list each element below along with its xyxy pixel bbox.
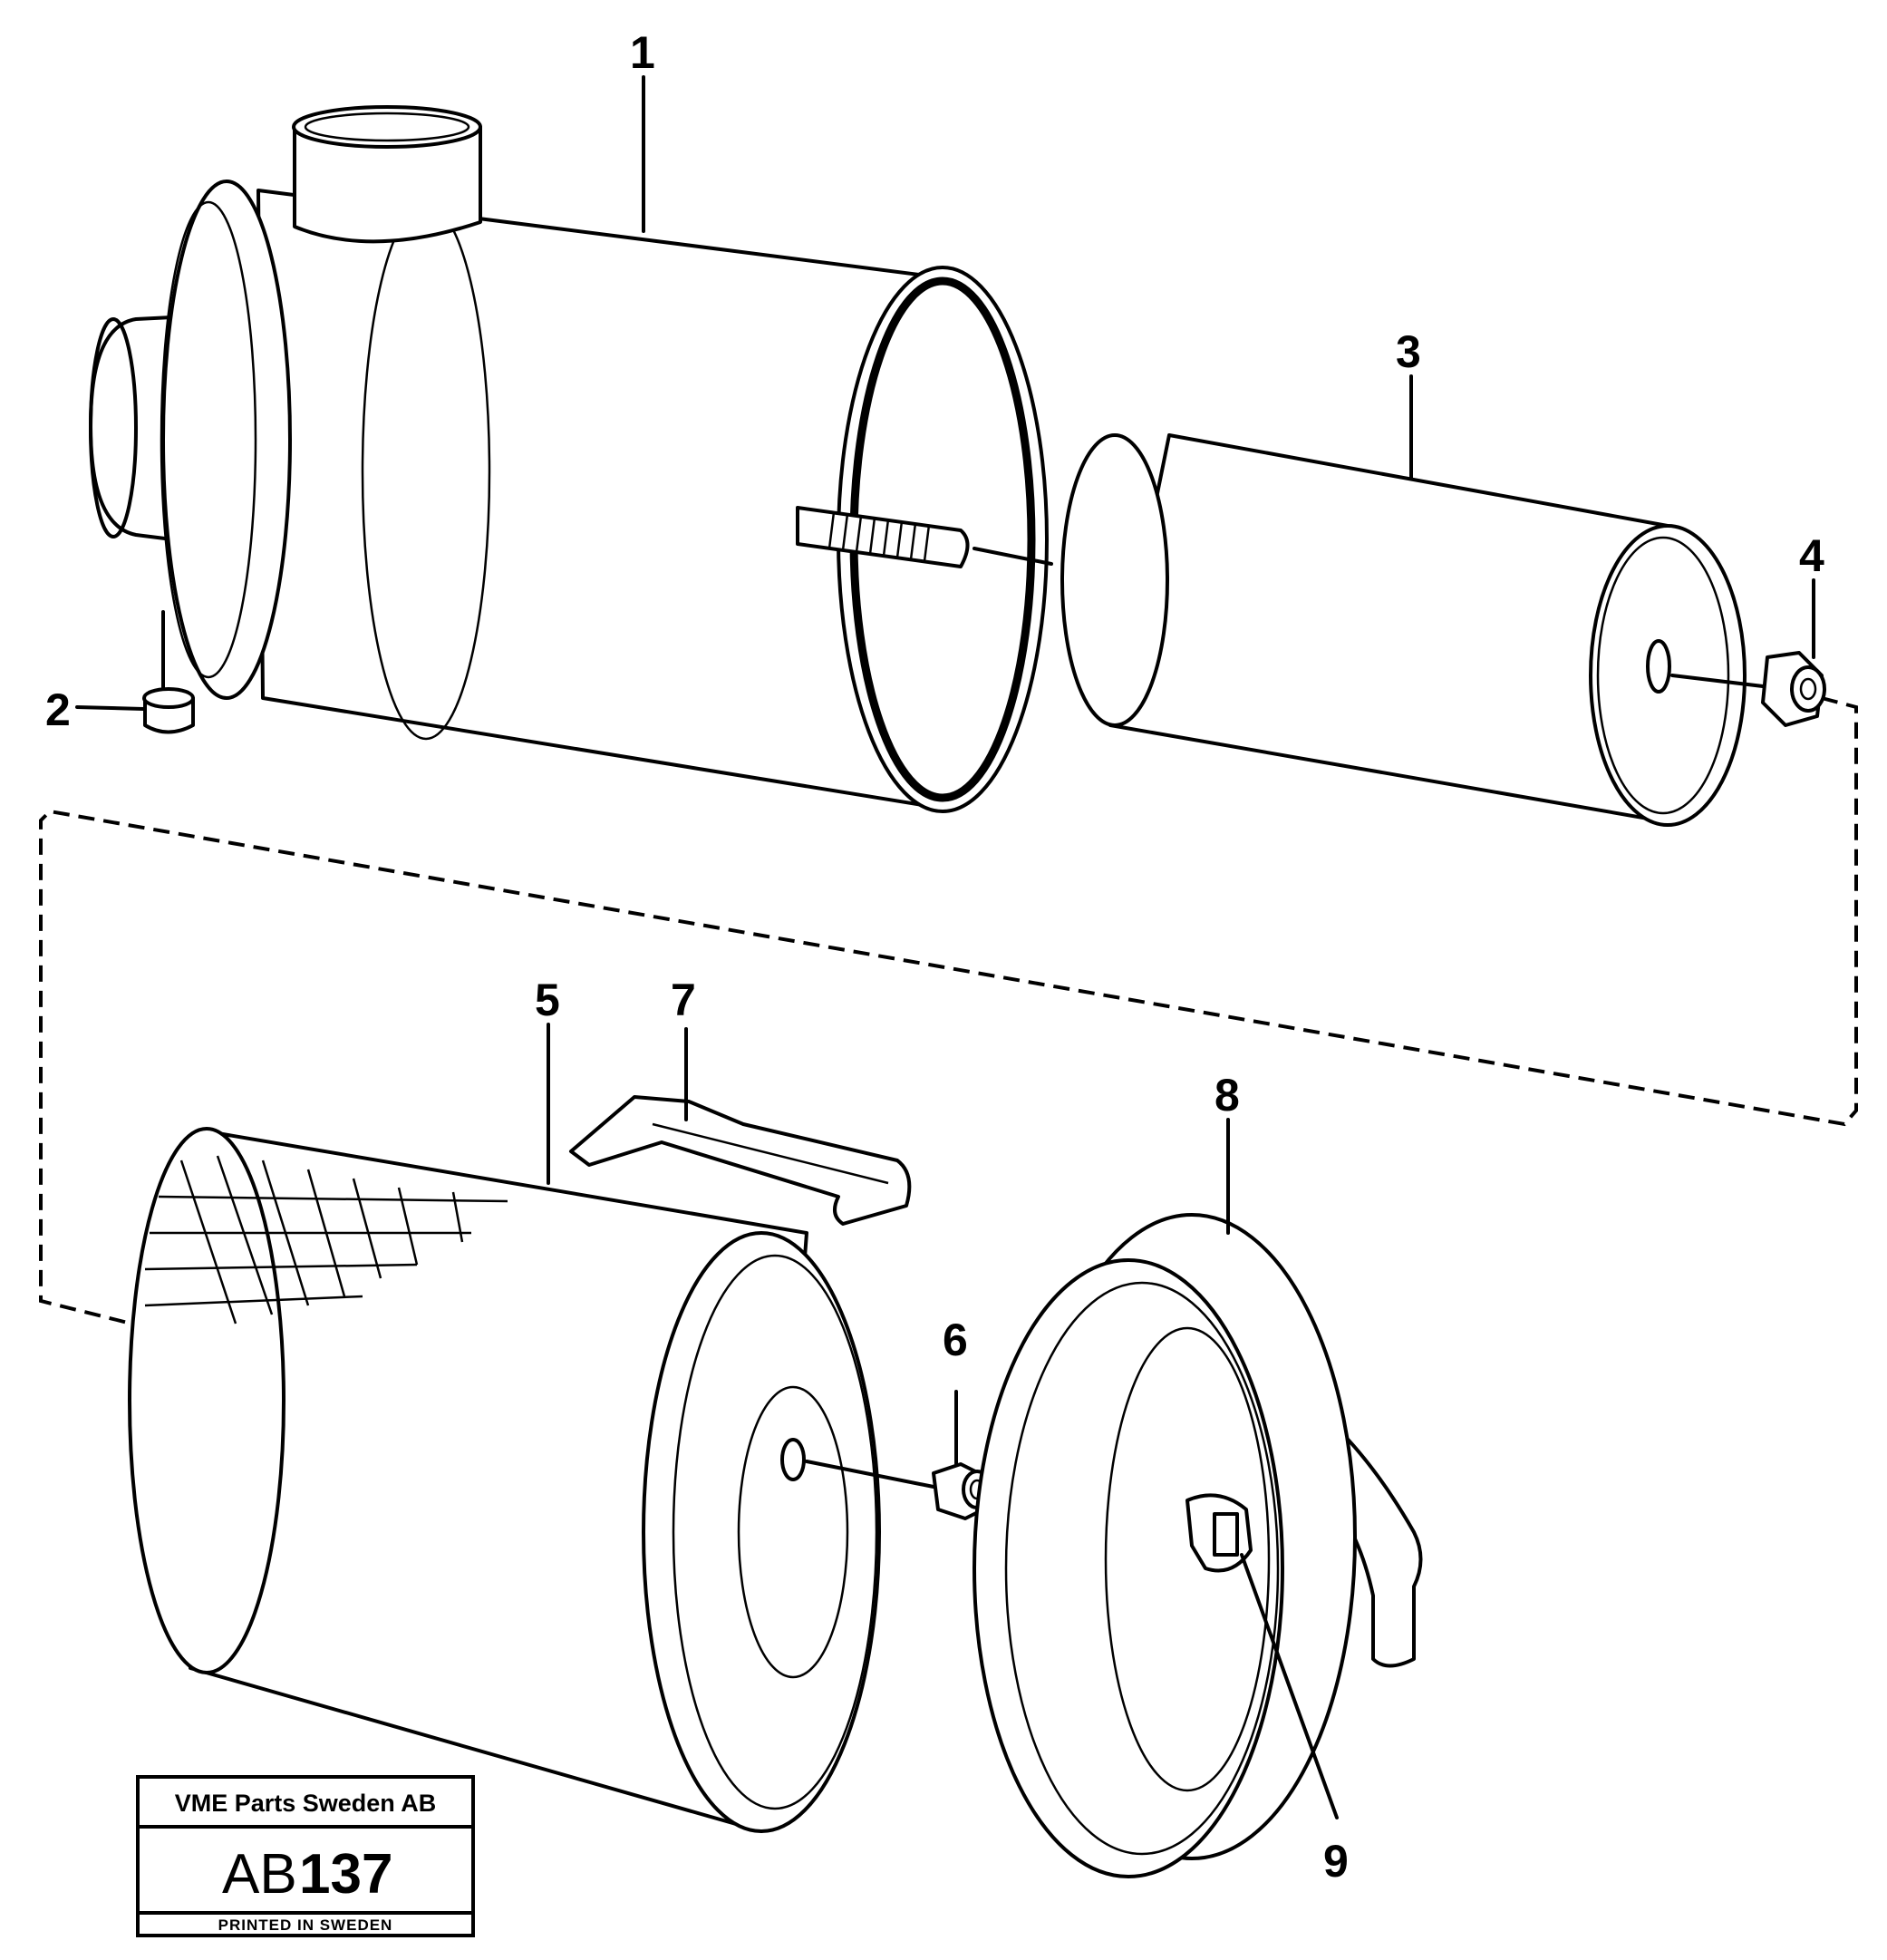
callout-9: 9 <box>1323 1836 1349 1887</box>
nut-4-part <box>1761 651 1826 727</box>
callout-1: 1 <box>630 27 655 78</box>
safety-filter-part <box>128 1127 935 1833</box>
leader-lines <box>75 75 1815 1819</box>
housing-part <box>89 105 1053 813</box>
callout-numbers: 1 2 3 4 5 7 6 8 9 <box>45 27 1824 1887</box>
printed-in-label: PRINTED IN SWEDEN <box>218 1916 393 1934</box>
title-block: VME Parts Sweden AB AB 137 PRINTED IN SW… <box>136 1775 475 1937</box>
callout-5: 5 <box>535 975 560 1025</box>
company-name: VME Parts Sweden AB <box>175 1790 437 1817</box>
callout-8: 8 <box>1214 1070 1240 1121</box>
callout-6: 6 <box>943 1315 968 1365</box>
callout-7: 7 <box>671 975 696 1025</box>
drawing-code-number: 137 <box>299 1843 392 1906</box>
retaining-clip-part <box>569 1095 912 1226</box>
callout-4: 4 <box>1799 530 1824 581</box>
drawing-code-prefix: AB <box>222 1843 297 1906</box>
filter-element-part <box>1060 433 1787 827</box>
callout-2: 2 <box>45 684 71 735</box>
dust-cap-part <box>142 610 195 734</box>
assembly-connector-line <box>39 696 1858 1325</box>
callout-3: 3 <box>1396 326 1421 377</box>
cover-part <box>973 1213 1423 1878</box>
